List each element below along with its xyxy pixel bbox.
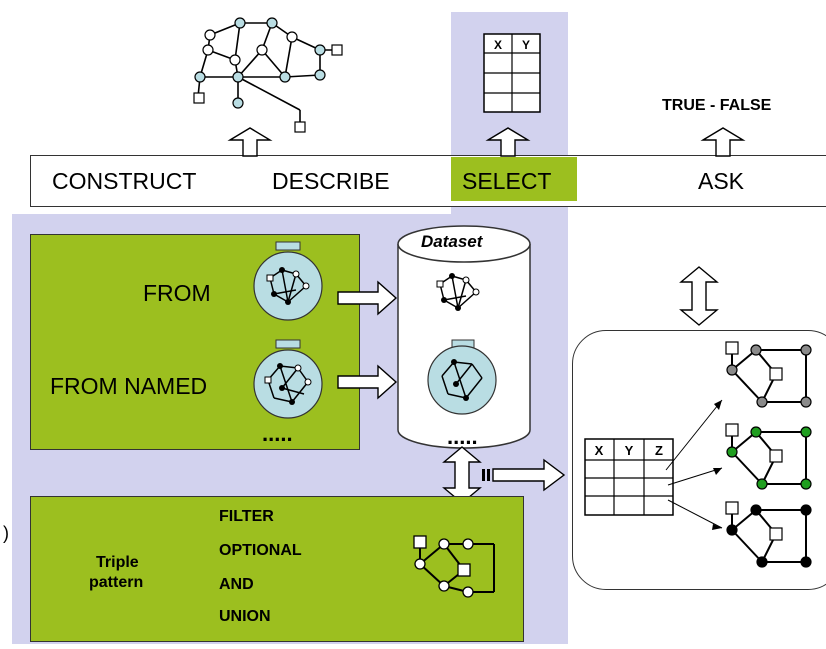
select-label: SELECT xyxy=(462,168,552,194)
results-double-arrow xyxy=(679,266,719,326)
result-graph-black xyxy=(725,501,812,568)
dataset-cylinder xyxy=(397,225,531,449)
dataset-label: Dataset xyxy=(421,232,483,251)
filter-label: FILTER xyxy=(219,508,274,525)
result-header-x: X xyxy=(595,443,604,458)
up-arrows xyxy=(227,127,746,157)
from-label: FROM xyxy=(143,280,211,306)
to-results-arrow xyxy=(482,458,566,492)
result-header-y: Y xyxy=(625,443,634,458)
select-header-y: Y xyxy=(522,38,530,52)
from-named-graph-disc xyxy=(253,339,323,419)
result-graph-gray xyxy=(725,341,812,408)
pattern-panel xyxy=(30,496,524,642)
from-to-dataset-arrows xyxy=(337,280,398,400)
construct-label: CONSTRUCT xyxy=(52,168,197,194)
ask-label: ASK xyxy=(698,168,745,194)
select-highlight-box xyxy=(451,157,577,201)
union-label: UNION xyxy=(219,608,271,625)
triple-pattern-line1: Triple xyxy=(96,554,139,571)
query-form-bar xyxy=(30,155,826,207)
select-header-x: X xyxy=(494,38,502,52)
dataset-more-label: ..... xyxy=(447,424,478,449)
and-label: AND xyxy=(219,576,254,593)
select-result-table: X Y xyxy=(483,33,541,113)
describe-label: DESCRIBE xyxy=(272,168,390,194)
result-fanout-arrows xyxy=(665,399,723,530)
edge-mark: ) xyxy=(3,523,9,543)
from-graph-disc xyxy=(253,241,323,321)
construct-graph xyxy=(193,17,343,133)
from-more-label: ..... xyxy=(262,421,293,446)
result-graph-green xyxy=(725,423,812,490)
from-named-label: FROM NAMED xyxy=(50,373,208,399)
result-table: X Y Z xyxy=(584,438,674,516)
triple-pattern-line2: pattern xyxy=(89,574,144,591)
optional-label: OPTIONAL xyxy=(219,542,302,559)
triple-pattern-graph xyxy=(413,535,495,598)
result-header-z: Z xyxy=(655,443,663,458)
true-false-label: TRUE - FALSE xyxy=(662,97,772,114)
